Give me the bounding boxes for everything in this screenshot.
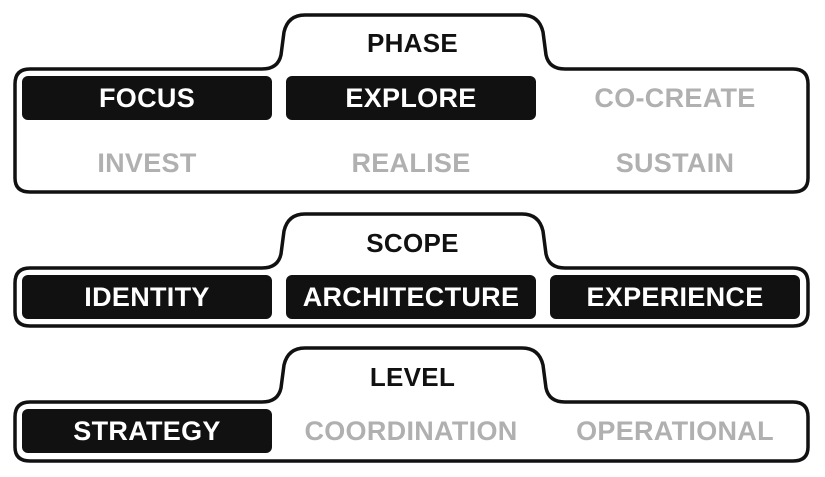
phase-title: PHASE [366,28,459,58]
level-option-strategy[interactable]: STRATEGY [22,409,272,453]
scope-option-architecture[interactable]: ARCHITECTURE [286,275,536,319]
phase-option-invest[interactable]: INVEST [97,147,197,178]
phase-option-explore[interactable]: EXPLORE [286,76,536,120]
level-option-operational[interactable]: OPERATIONAL [576,415,774,446]
scope-option-identity[interactable]: IDENTITY [22,275,272,319]
level-option-coordination[interactable]: COORDINATION [304,415,518,446]
scope-option-experience[interactable]: EXPERIENCE [550,275,800,319]
phase-option-realise[interactable]: REALISE [351,147,471,178]
phase-option-focus[interactable]: FOCUS [22,76,272,120]
scope-title: SCOPE [366,228,459,258]
phase-option-sustain[interactable]: SUSTAIN [615,147,735,178]
level-title: LEVEL [369,362,456,392]
phase-option-co-create[interactable]: CO-CREATE [594,82,756,113]
